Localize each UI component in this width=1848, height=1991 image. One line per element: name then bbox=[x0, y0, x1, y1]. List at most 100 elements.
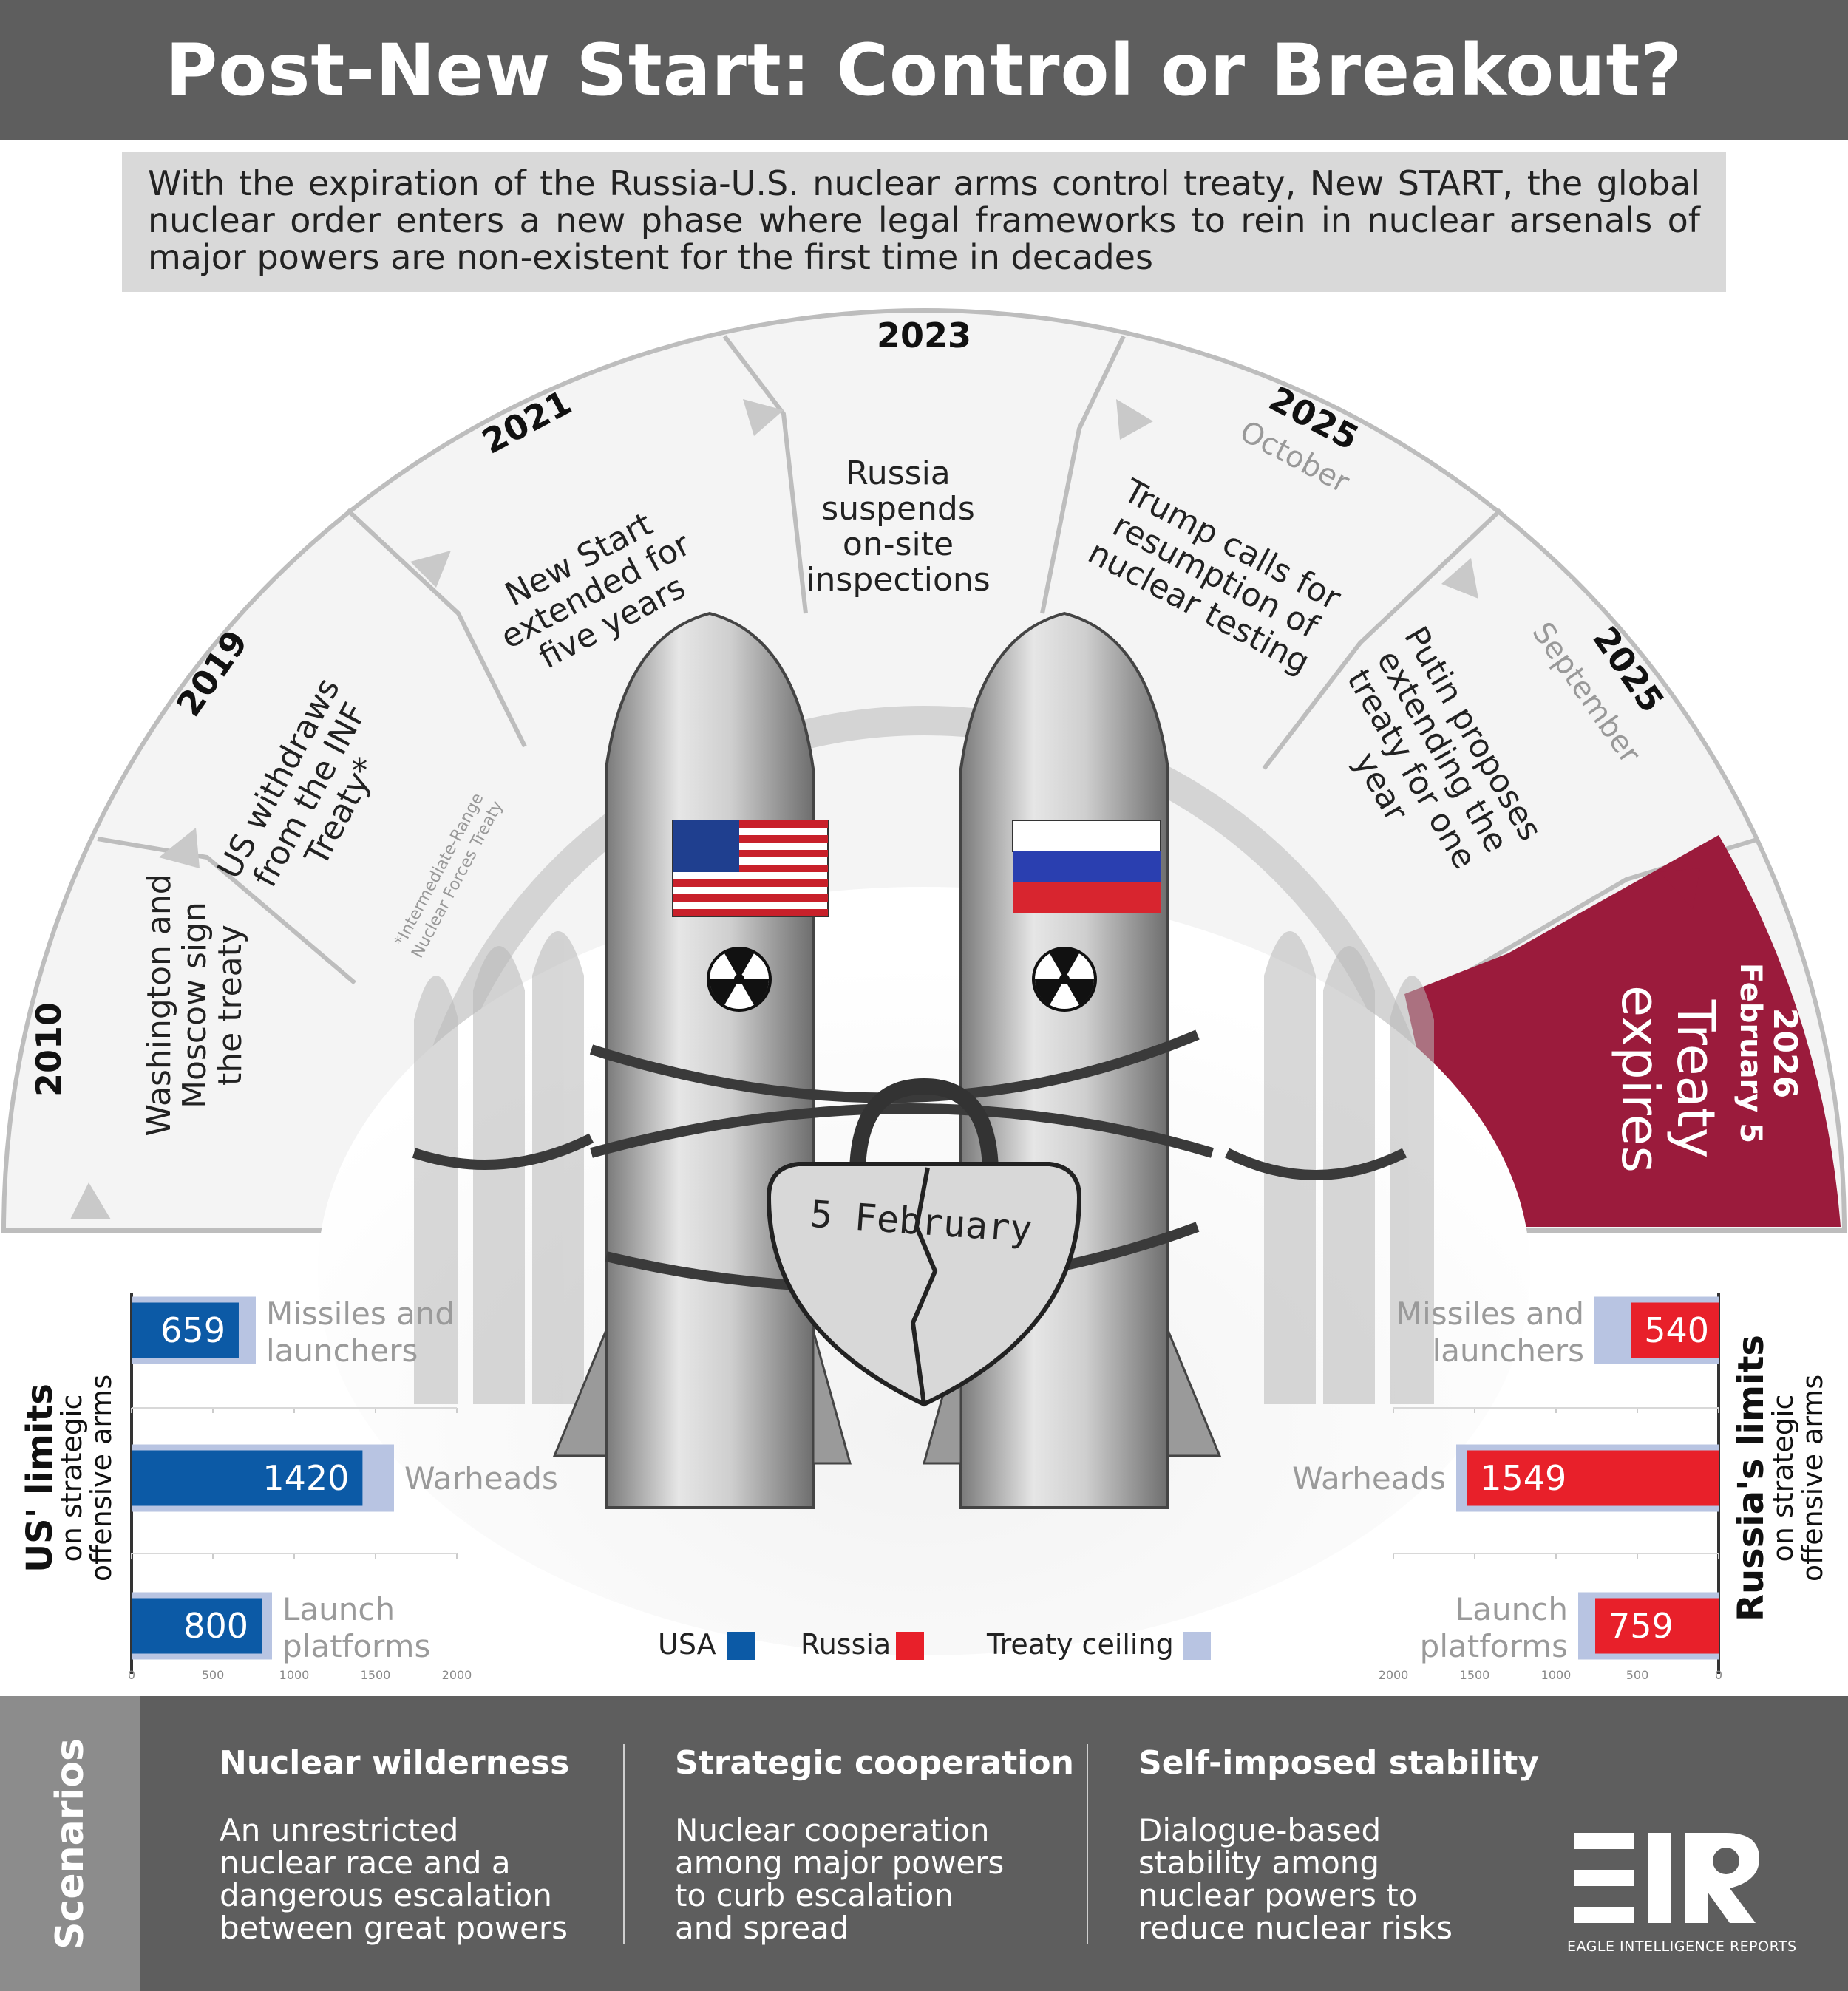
event-2010: Washington and Moscow sign the treaty bbox=[140, 874, 249, 1136]
eir-logo-icon bbox=[1574, 1833, 1759, 1923]
bar-category-label: Warheads bbox=[404, 1460, 558, 1497]
tick-label: 1500 bbox=[361, 1668, 391, 1682]
intro-text: With the expiration of the Russia-U.S. n… bbox=[148, 163, 1700, 277]
bar-category-label: Warheads bbox=[1292, 1460, 1446, 1497]
page-title: Post-New Start: Control or Breakout? bbox=[0, 0, 1848, 140]
bar-category-label: Missiles and bbox=[1396, 1296, 1584, 1332]
event-line: expires bbox=[1610, 985, 1671, 1173]
us-limits-chart: 0 500 1000 1500 2000 659 Missiles andlaunchers… bbox=[128, 1293, 558, 1682]
scenario-line: between great powers bbox=[220, 1910, 568, 1946]
year-2023: 2023 bbox=[877, 316, 971, 355]
us-subtitle2-text: offensive arms bbox=[85, 1375, 118, 1582]
event-line: inspections bbox=[806, 561, 990, 599]
legend-russia-swatch bbox=[896, 1632, 924, 1660]
scenario-line: Nuclear cooperation bbox=[675, 1812, 990, 1848]
legend-usa-swatch bbox=[727, 1632, 755, 1660]
bar-category-label: platforms bbox=[282, 1628, 430, 1664]
legend-russia-label: Russia bbox=[801, 1628, 891, 1661]
date-february-5: February 5 bbox=[1733, 963, 1767, 1143]
year-2010: 2010 bbox=[29, 1002, 69, 1097]
scenario-title: Strategic cooperation bbox=[675, 1744, 1074, 1782]
scenario-line: among major powers bbox=[675, 1845, 1005, 1881]
us-limits-title: US' limits on strategic offensive arms bbox=[19, 1375, 118, 1582]
russia-subtitle2-text: offensive arms bbox=[1796, 1375, 1829, 1582]
russia-subtitle-text: on strategic bbox=[1767, 1395, 1799, 1562]
tick-label: 1000 bbox=[1541, 1668, 1572, 1682]
russia-title-text: Russia's limits bbox=[1730, 1335, 1772, 1621]
main-graphic: 5 February 2010 Washington and Moscow si… bbox=[1, 308, 1847, 1682]
bar-category-label: platforms bbox=[1420, 1628, 1568, 1664]
scenario-line: nuclear race and a bbox=[220, 1845, 511, 1881]
legend-usa-label: USA bbox=[658, 1628, 716, 1661]
event-line: Treaty bbox=[1665, 999, 1726, 1159]
scenario-line: nuclear powers to bbox=[1138, 1877, 1418, 1913]
tick-label: 500 bbox=[1626, 1668, 1649, 1682]
bar-category-label: launchers bbox=[1433, 1333, 1584, 1369]
event-2019: US withdraws from the INF Treaty* bbox=[210, 672, 385, 894]
tick-label: 2000 bbox=[442, 1668, 472, 1682]
value-bar bbox=[1631, 1302, 1719, 1358]
scenario-line: dangerous escalation bbox=[220, 1877, 552, 1913]
bar-value-label: 659 bbox=[160, 1310, 225, 1350]
tick-label: 2000 bbox=[1379, 1668, 1409, 1682]
bar-value-label: 800 bbox=[183, 1606, 248, 1646]
bar-category-label: Missiles and bbox=[266, 1296, 455, 1332]
value-bar bbox=[132, 1450, 363, 1506]
event-line: Russia bbox=[846, 455, 951, 492]
russia-limits-chart: 2000 1500 1000 500 0 540 Missiles andlaunchers… bbox=[1292, 1293, 1722, 1682]
bar-value-label: 1549 bbox=[1480, 1458, 1566, 1498]
bar-value-label: 759 bbox=[1608, 1606, 1674, 1646]
legend-ceiling-swatch bbox=[1183, 1632, 1211, 1660]
bar-category-label: launchers bbox=[266, 1333, 418, 1369]
scenario-body: Nuclear cooperation among major powers t… bbox=[675, 1814, 1004, 1944]
event-line: the treaty bbox=[211, 925, 249, 1086]
bar-category-label: Launch bbox=[282, 1591, 395, 1627]
legend-ceiling-label: Treaty ceiling bbox=[986, 1628, 1174, 1661]
radiation-icon bbox=[1032, 947, 1097, 1012]
scenario-body: Dialogue-based stability among nuclear p… bbox=[1138, 1814, 1453, 1944]
event-2023: Russia suspends on-site inspections bbox=[806, 455, 990, 599]
scenarios-panel: Scenarios Nuclear wilderness An unrestri… bbox=[0, 1696, 1848, 1991]
event-line: suspends bbox=[821, 490, 974, 528]
expiry-segment bbox=[1404, 835, 1841, 1227]
scenario-title: Nuclear wilderness bbox=[220, 1744, 570, 1782]
event-line: Washington and bbox=[140, 874, 178, 1136]
us-subtitle-text: on strategic bbox=[55, 1395, 88, 1562]
legend: USA Russia Treaty ceiling bbox=[658, 1628, 1211, 1661]
russia-flag bbox=[1012, 820, 1161, 913]
value-bar bbox=[1467, 1450, 1719, 1506]
logo: EAGLE INTELLIGENCE REPORTS bbox=[1567, 1825, 1797, 1973]
tick-label: 1500 bbox=[1460, 1668, 1490, 1682]
value-bar bbox=[132, 1598, 262, 1654]
value-bar bbox=[1595, 1598, 1719, 1654]
scenario-line: Dialogue-based bbox=[1138, 1812, 1382, 1848]
tick-label: 500 bbox=[202, 1668, 225, 1682]
bar-value-label: 540 bbox=[1644, 1310, 1709, 1350]
year-2026: 2026 bbox=[1766, 1008, 1804, 1098]
bar-category-label: Launch bbox=[1455, 1591, 1568, 1627]
logo-name: EAGLE INTELLIGENCE REPORTS bbox=[1567, 1939, 1797, 1955]
bar-value-label: 1420 bbox=[262, 1458, 349, 1498]
event-line: Moscow sign bbox=[176, 902, 214, 1109]
event-treaty-expires: Treaty expires bbox=[1610, 985, 1726, 1173]
intro-box: With the expiration of the Russia-U.S. n… bbox=[122, 152, 1726, 292]
scenario-divider bbox=[623, 1744, 625, 1944]
padlock: 5 February bbox=[766, 1078, 1082, 1407]
scenario-divider bbox=[1087, 1744, 1088, 1944]
russia-limits-title: Russia's limits on strategic offensive a… bbox=[1730, 1335, 1829, 1621]
radiation-icon bbox=[707, 947, 772, 1012]
scenarios-label: Scenarios bbox=[48, 1738, 92, 1950]
tick-label: 1000 bbox=[279, 1668, 310, 1682]
scenario-line: and spread bbox=[675, 1910, 849, 1946]
rockets-illustration: 5 February bbox=[318, 611, 1530, 1655]
value-bar bbox=[132, 1302, 239, 1358]
tick-label: 0 bbox=[1715, 1668, 1722, 1682]
tick-label: 0 bbox=[128, 1668, 135, 1682]
us-flag bbox=[672, 820, 829, 917]
us-title-text: US' limits bbox=[19, 1384, 61, 1573]
scenario-line: An unrestricted bbox=[220, 1812, 459, 1848]
scenario-body: An unrestricted nuclear race and a dange… bbox=[220, 1814, 568, 1944]
scenarios-side: Scenarios bbox=[0, 1696, 140, 1991]
scenario-line: stability among bbox=[1138, 1845, 1380, 1881]
event-line: on-site bbox=[843, 525, 954, 563]
